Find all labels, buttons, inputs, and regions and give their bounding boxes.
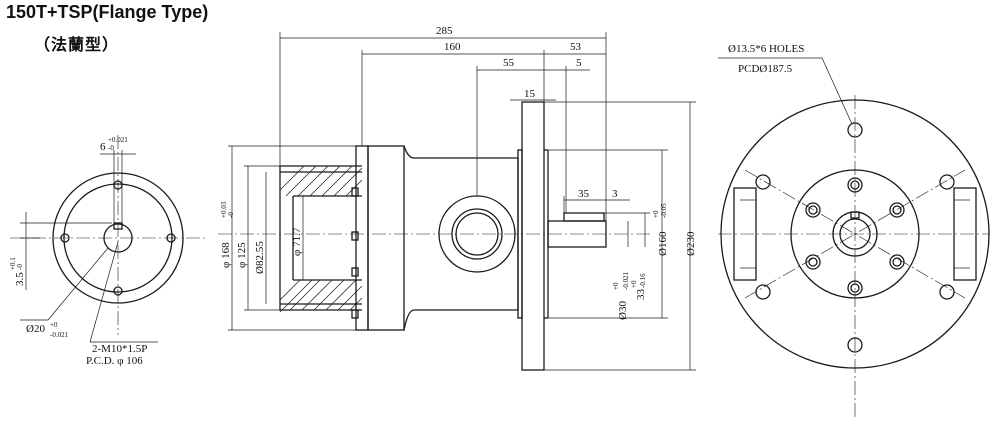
bore-tol-upper: +0 — [50, 321, 58, 329]
right-view: Ø13.5*6 HOLES PCDØ187.5 — [718, 43, 990, 420]
bolt-holes — [755, 122, 955, 353]
dim-shaft-tol-upper: +0 — [612, 282, 620, 290]
side-view: 285 160 53 55 5 15 35 3 φ 168 φ 125 Ø82.… — [218, 25, 697, 371]
left-view: 6 +0.021 -0 3.5 +0.1 -0 Ø20 +0 -0.021 2-… — [9, 135, 205, 367]
dim-82-55: Ø82.55 — [254, 241, 266, 274]
keyway-width-tol-upper: +0.021 — [108, 136, 128, 144]
pcd-label-right: PCDØ187.5 — [738, 63, 793, 75]
holes-label: Ø13.5*6 HOLES — [728, 43, 804, 55]
dim-82-55-tol-lower: -0 — [227, 212, 235, 218]
dim-phi-168: φ 168 — [220, 242, 232, 268]
port-inner — [451, 208, 503, 260]
drawing-subtitle: （法蘭型） — [34, 35, 120, 54]
section-hatching-top — [279, 165, 363, 197]
tapped-hole-label: 2-M10*1.5P — [92, 343, 147, 355]
dim-pilot-tol-lower: -0.05 — [660, 203, 668, 218]
dim-5: 5 — [576, 57, 582, 69]
flange-profile — [521, 101, 545, 371]
shaft-key — [563, 212, 605, 222]
keyway-width-value: 6 — [100, 141, 106, 153]
keyway-depth-tol-upper: +0.1 — [9, 257, 17, 270]
dim-82-55-tol-upper: +0.03 — [220, 201, 228, 218]
keyway-depth-value: 3.5 — [14, 272, 26, 286]
dim-key-tol-lower: -0.16 — [639, 273, 647, 288]
dim-key-33: 33 — [635, 289, 647, 301]
pilot-circle — [790, 169, 920, 299]
tapped-hole-left — [60, 233, 70, 243]
dim-3: 3 — [612, 188, 618, 200]
dim-15: 15 — [524, 88, 536, 100]
dim-35: 35 — [578, 188, 590, 200]
dim-55: 55 — [503, 57, 515, 69]
inner-holes — [805, 177, 905, 296]
dim-53: 53 — [570, 41, 582, 53]
keyway-depth-tol-lower: -0 — [16, 264, 24, 270]
pcd-label-left: P.C.D. φ 106 — [86, 355, 143, 367]
flange-outline — [720, 99, 990, 369]
dim-pilot-tol-upper: +0 — [652, 210, 660, 218]
dim-key-tol-upper: +0 — [630, 280, 638, 288]
dim-phi-71-7: φ 71.7 — [291, 227, 303, 256]
bore-diameter-value: Ø20 — [26, 323, 45, 335]
section-hatching-bottom — [279, 279, 363, 313]
dim-285: 285 — [436, 25, 453, 37]
dim-pilot-160: Ø160 — [657, 231, 669, 256]
dim-shaft-tol-lower: -0.021 — [622, 271, 630, 290]
dim-160: 160 — [444, 41, 461, 53]
dim-shaft-30: Ø30 — [617, 301, 629, 320]
dim-phi-125: φ 125 — [236, 242, 248, 268]
dim-flange-230: Ø230 — [685, 231, 697, 256]
keyway-width-tol-lower: -0 — [108, 144, 114, 152]
tapped-hole-right — [166, 233, 176, 243]
bore-tol-lower: -0.021 — [50, 331, 69, 339]
drawing-title: 150T+TSP(Flange Type) — [6, 2, 209, 22]
